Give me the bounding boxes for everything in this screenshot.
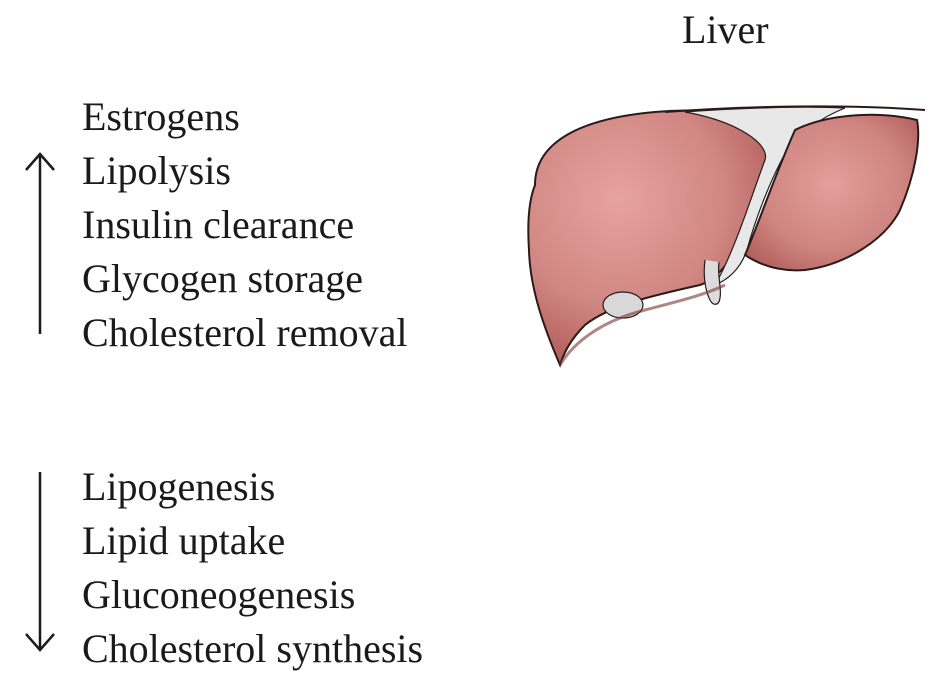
decreased-list: Lipogenesis Lipid uptake Gluconeogenesis… xyxy=(82,460,423,676)
increased-item: Estrogens xyxy=(82,90,407,144)
arrow-down-icon xyxy=(22,470,58,656)
increased-item: Lipolysis xyxy=(82,144,407,198)
liver-title: Liver xyxy=(682,6,769,54)
increased-item: Glycogen storage xyxy=(82,252,407,306)
liver-illustration xyxy=(515,100,935,375)
decreased-item: Gluconeogenesis xyxy=(82,568,423,622)
increased-item: Insulin clearance xyxy=(82,198,407,252)
arrow-up-icon xyxy=(22,150,58,336)
decreased-item: Cholesterol synthesis xyxy=(82,622,423,676)
decreased-item: Lipogenesis xyxy=(82,460,423,514)
increased-item: Cholesterol removal xyxy=(82,306,407,360)
increased-list: Estrogens Lipolysis Insulin clearance Gl… xyxy=(82,90,407,360)
decreased-item: Lipid uptake xyxy=(82,514,423,568)
